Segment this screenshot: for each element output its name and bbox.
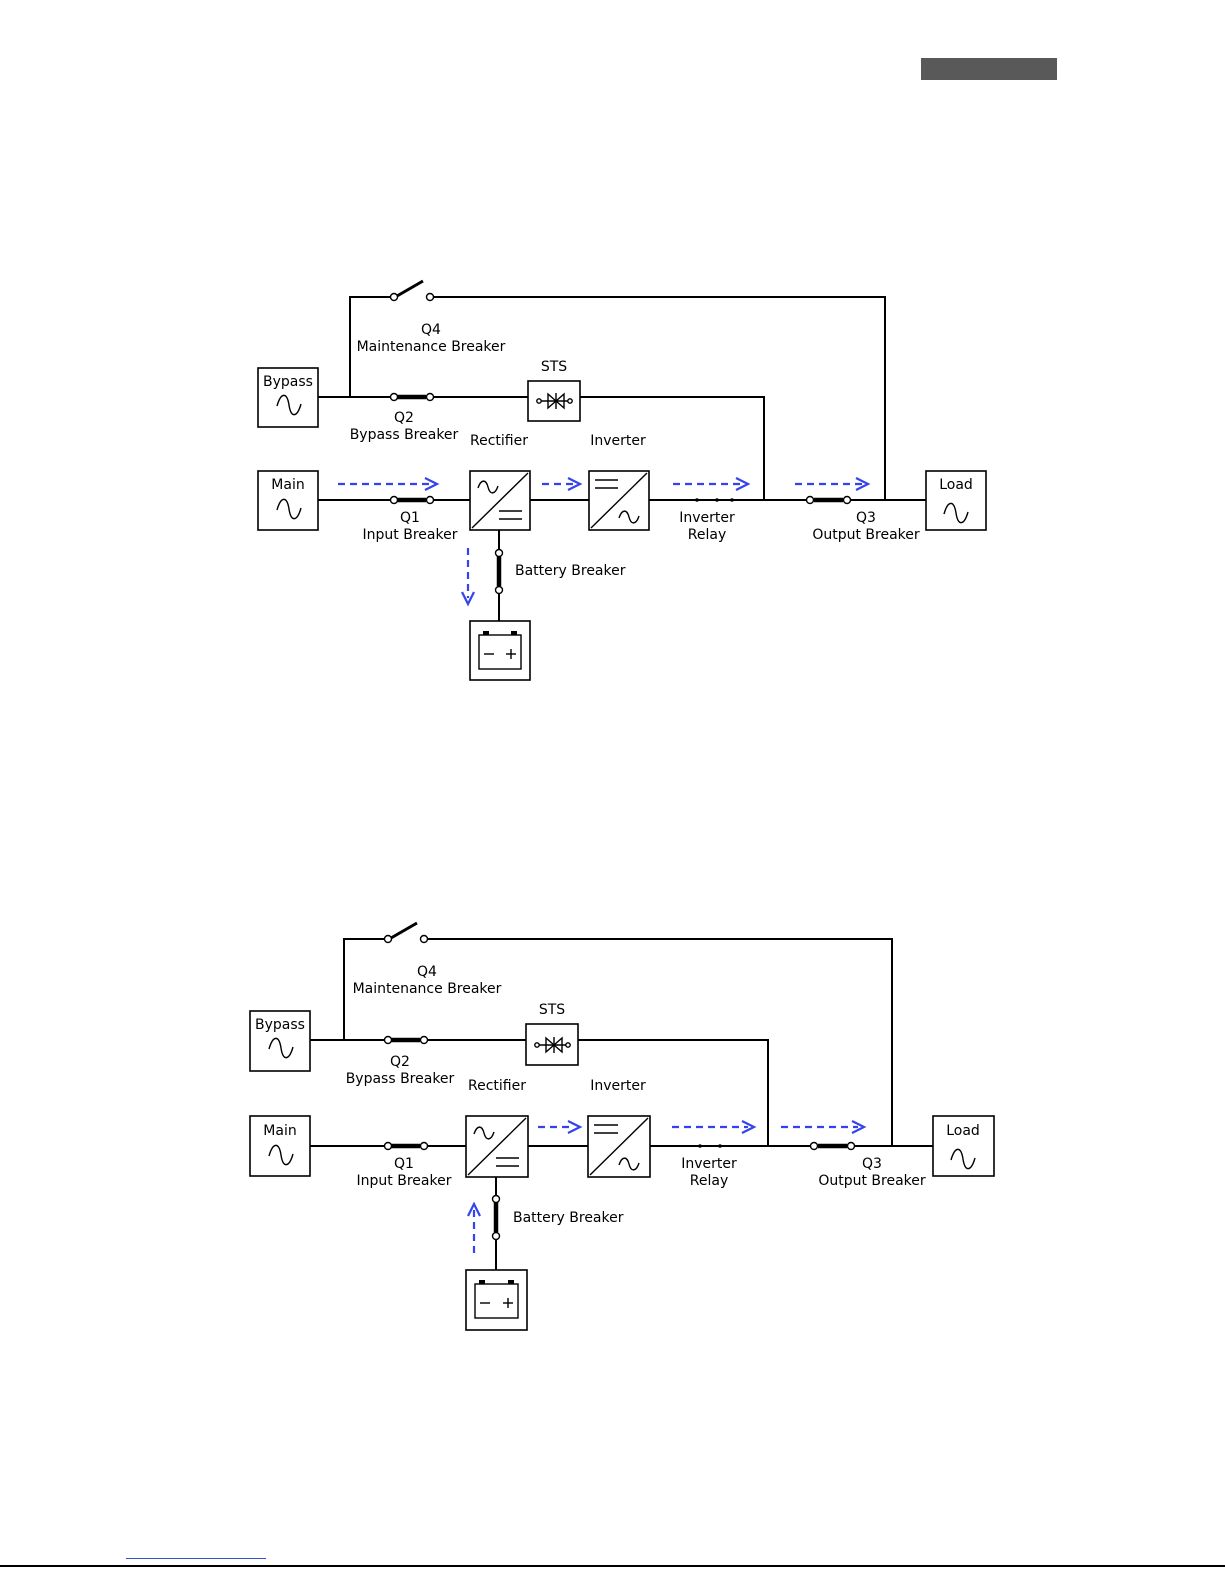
flow-arrow-inverter-to-output [672,1121,754,1133]
q1-input-breaker-switch [391,497,434,504]
battery-icon [466,1270,527,1330]
q4-maintenance-breaker-switch [391,281,434,301]
flow-arrow-battery-discharging [468,1204,480,1256]
rectifier-icon [466,1116,528,1177]
inverter-icon [588,1116,650,1177]
rectifier-label: Rectifier [468,1078,526,1094]
main-label: Main [271,477,304,493]
q1-label: Q1 [394,1156,414,1172]
q3-label: Q3 [856,510,876,526]
q1-label: Q1 [400,510,420,526]
battery-breaker-label: Battery Breaker [515,563,626,579]
bypass-label: Bypass [255,1017,305,1033]
ups-diagram-battery-mode: Q4 Maintenance Breaker Q2 Bypass Breaker… [0,900,1225,1350]
maintenance-breaker-label: Maintenance Breaker [353,981,502,997]
flow-arrow-main-to-rectifier [338,478,437,490]
flow-arrow-battery-charging [462,548,474,604]
flow-arrow-inverter-to-output [673,478,748,490]
header-bar [921,58,1057,80]
sts-switch-icon [526,1024,578,1065]
inverter-relay-label-line2: Relay [690,1173,728,1189]
q2-label: Q2 [390,1054,410,1070]
footer-rule [0,1565,1225,1567]
footer-link-underline [126,1558,266,1559]
input-breaker-label: Input Breaker [357,1173,452,1189]
battery-branch-line [493,1177,500,1270]
inverter-relay-label-line1: Inverter [681,1156,737,1172]
battery-branch-line [496,530,503,621]
main-label: Main [263,1123,296,1139]
load-label: Load [946,1123,980,1139]
q2-bypass-breaker-switch [385,1037,428,1044]
sts-label: STS [541,359,567,375]
bypass-label: Bypass [263,374,313,390]
maintenance-breaker-label: Maintenance Breaker [357,339,506,355]
q4-label: Q4 [417,964,437,980]
output-breaker-label: Output Breaker [812,527,920,543]
rectifier-icon [470,471,530,530]
q3-label: Q3 [862,1156,882,1172]
battery-breaker-label: Battery Breaker [513,1210,624,1226]
battery-icon [470,621,530,680]
maintenance-bypass-line [310,939,892,1146]
q3-output-breaker-switch [807,497,851,504]
inverter-label: Inverter [590,433,646,449]
q3-output-breaker-switch [811,1143,855,1150]
inverter-icon [589,471,649,530]
q4-label: Q4 [421,322,441,338]
flow-arrow-to-load [781,1121,864,1133]
inverter-label: Inverter [590,1078,646,1094]
q2-bypass-breaker-switch [391,394,434,401]
bypass-breaker-label: Bypass Breaker [350,427,459,443]
inverter-relay-label-line1: Inverter [679,510,735,526]
load-label: Load [939,477,973,493]
sts-switch-icon [528,381,580,421]
q2-label: Q2 [394,410,414,426]
inverter-relay-label-line2: Relay [688,527,726,543]
sts-label: STS [539,1002,565,1018]
bypass-breaker-label: Bypass Breaker [346,1071,455,1087]
q1-input-breaker-switch [385,1143,428,1150]
flow-arrow-to-load [795,478,868,490]
flow-arrow-rectifier-to-inverter [542,478,580,490]
q4-maintenance-breaker-switch [385,923,428,943]
flow-arrow-rectifier-to-inverter [538,1121,580,1133]
input-breaker-label: Input Breaker [363,527,458,543]
output-breaker-label: Output Breaker [818,1173,926,1189]
rectifier-label: Rectifier [470,433,528,449]
ups-diagram-normal-mode: Q4 Maintenance Breaker Q2 Bypass Breaker… [0,260,1225,700]
